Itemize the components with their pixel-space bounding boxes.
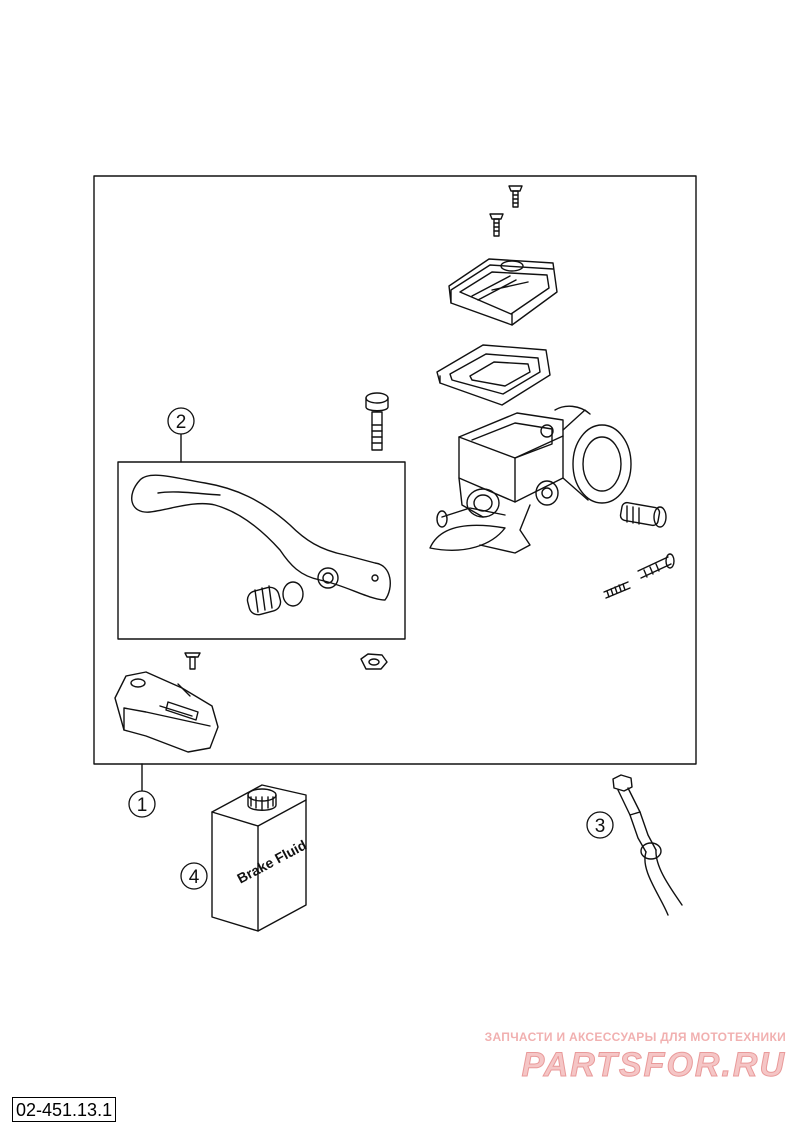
return-spring xyxy=(603,581,631,599)
pivot-bolt xyxy=(619,501,667,528)
brake-fluid-label: Brake Fluid xyxy=(234,837,309,887)
callout-3: 3 xyxy=(586,811,614,839)
watermark-caption: ЗАПЧАСТИ И АКСЕССУАРЫ ДЛЯ МОТОТЕХНИКИ xyxy=(484,1030,786,1044)
brake-hose xyxy=(612,774,683,916)
hex-nut xyxy=(360,653,388,670)
part-code-label: 02-451.13.1 xyxy=(12,1097,117,1122)
callout-4-label: 4 xyxy=(189,867,200,888)
lever-kit-frame xyxy=(117,461,406,640)
callout-3-label: 3 xyxy=(595,816,606,837)
watermark-logo: PARTSFOR.RU xyxy=(521,1046,786,1085)
lever-bushing xyxy=(246,581,304,616)
reservoir-screw-top xyxy=(508,185,523,208)
callout-4: 4 xyxy=(180,862,208,890)
callout-1: 1 xyxy=(128,790,156,818)
reservoir-screw-second xyxy=(489,213,504,237)
watermark: ЗАПЧАСТИ И АКСЕССУАРЫ ДЛЯ МОТОТЕХНИКИ PA… xyxy=(485,1030,786,1085)
brake-lever xyxy=(131,474,391,601)
lever-pivot-bolt xyxy=(365,392,389,451)
callout-2: 2 xyxy=(167,407,195,435)
reservoir-gasket xyxy=(436,344,551,406)
assembly-frame xyxy=(93,175,697,765)
reservoir-cover xyxy=(448,258,558,326)
clamp-cover xyxy=(114,671,219,753)
callout-2-label: 2 xyxy=(176,412,187,433)
callout-1-label: 1 xyxy=(137,795,148,816)
brake-fluid-container xyxy=(211,784,307,932)
adjuster-screw xyxy=(637,553,675,579)
master-cylinder-body xyxy=(429,405,632,554)
cover-screw xyxy=(184,652,201,670)
